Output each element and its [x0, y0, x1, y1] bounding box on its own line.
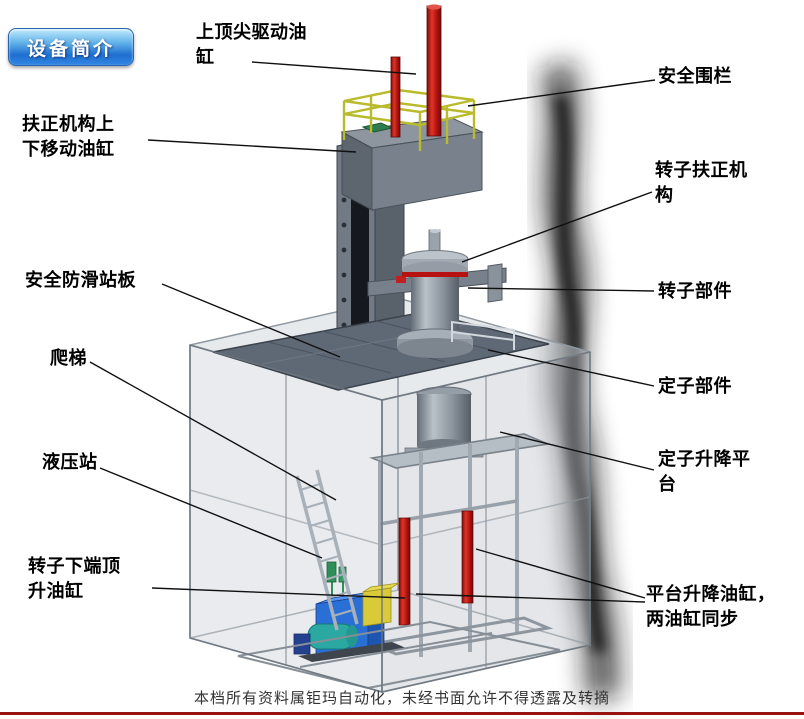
label-safety-fence: 安全围栏 — [658, 66, 732, 86]
top-housing — [340, 117, 484, 211]
base-frame — [237, 620, 561, 690]
title-badge: 设备简介 — [8, 28, 134, 66]
platform-lift-cylinders-model — [398, 510, 474, 626]
label-stator-lift-platform: 定子升降平 台 — [658, 449, 751, 494]
title-badge-label: 设备简介 — [26, 38, 115, 60]
hydraulic-station-model — [293, 561, 406, 662]
confidentiality-note: 本档所有资料属钜玛自动化，未经书面允许不得透露及转摘 — [193, 690, 610, 707]
cage-front-edges — [189, 344, 591, 693]
top-drive-cylinders — [390, 4, 442, 138]
label-hydraulic-station: 液压站 — [42, 452, 98, 472]
label-ladder: 爬梯 — [50, 348, 87, 368]
label-rotor-component: 转子部件 — [658, 281, 732, 301]
bottom-red-rule — [0, 712, 804, 715]
label-stator-component: 定子部件 — [658, 376, 732, 396]
label-top-spindle-drive-cylinder: 上顶尖驱动油 缸 — [196, 22, 307, 67]
ladder-model — [295, 469, 359, 631]
label-rotor-bottom-jack-cylinder: 转子下端顶 升油缸 — [28, 556, 121, 601]
label-rotor-centering-mechanism: 转子扶正机 构 — [655, 160, 748, 205]
label-platform-lift-cylinders: 平台升降油缸， 两油缸同步 — [646, 584, 776, 629]
leader-lines — [89, 61, 656, 603]
rotor-assembly — [367, 229, 515, 358]
label-centering-mechanism-lift-cylinder: 扶正机构上 下移动油缸 — [22, 114, 115, 159]
label-anti-slip-standing-plate: 安全防滑站板 — [25, 270, 136, 290]
